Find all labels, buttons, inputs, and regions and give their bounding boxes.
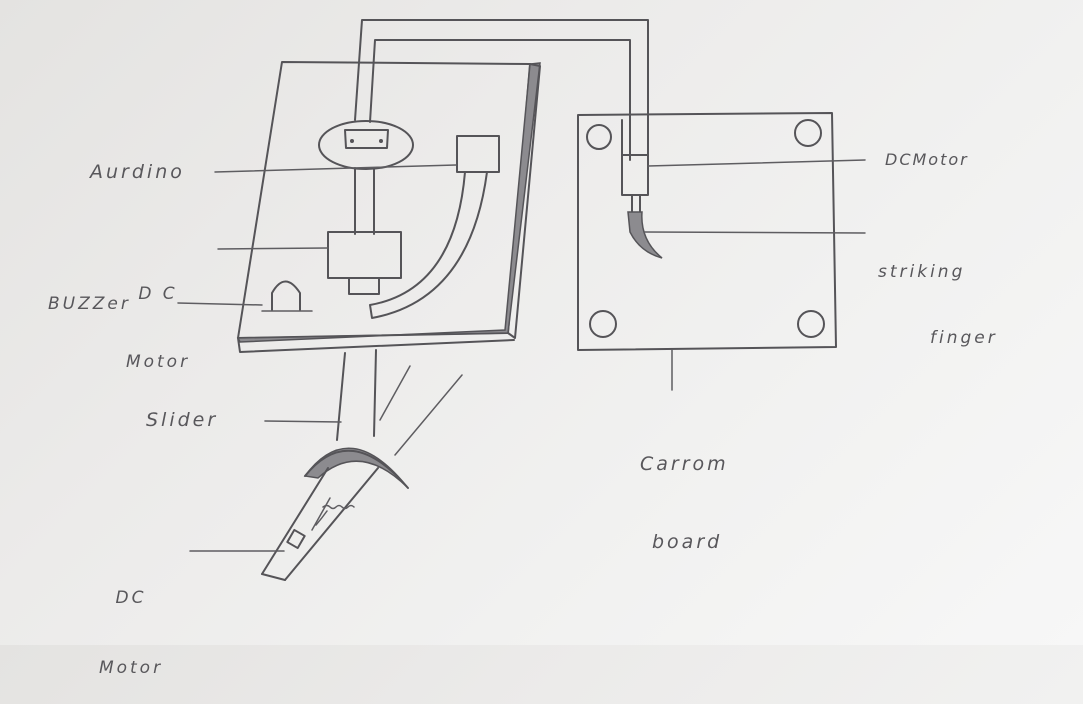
- vertical-shaft: [355, 168, 374, 234]
- dc-motor-block: [328, 232, 401, 294]
- label-dc-motor-bottom: DC Motor: [88, 538, 174, 704]
- label-striking-finger-line1: striking: [878, 260, 998, 284]
- slider-rods: [337, 350, 462, 455]
- buzzer-component: [262, 282, 312, 312]
- label-striking-finger: striking finger: [878, 212, 998, 374]
- label-dc-motor-right: DCMotor: [885, 148, 969, 172]
- label-carrom-board-line2: board: [652, 530, 729, 554]
- label-dc-motor-main: D C Motor: [112, 234, 204, 398]
- striking-mechanism: [622, 120, 662, 258]
- label-slider: Slider: [146, 408, 218, 432]
- label-dc-motor-bottom-line2: Motor: [88, 656, 174, 680]
- label-carrom-board: Carrom board: [640, 404, 729, 578]
- control-board: [238, 62, 540, 352]
- label-buzzer: BUZZer: [48, 292, 131, 316]
- sensor-module: [370, 136, 499, 318]
- label-striking-finger-line2: finger: [930, 326, 998, 350]
- label-carrom-board-line1: Carrom: [640, 452, 729, 476]
- label-arduino: Aurdino: [90, 160, 185, 184]
- slider-clamp: [305, 448, 408, 488]
- arduino-module: [319, 121, 413, 169]
- lower-tube: [262, 468, 378, 580]
- label-dc-motor-main-line2: Motor: [112, 350, 204, 374]
- connecting-wire: [355, 20, 648, 160]
- carrom-board: [578, 113, 836, 350]
- label-dc-motor-bottom-line1: DC: [88, 586, 174, 610]
